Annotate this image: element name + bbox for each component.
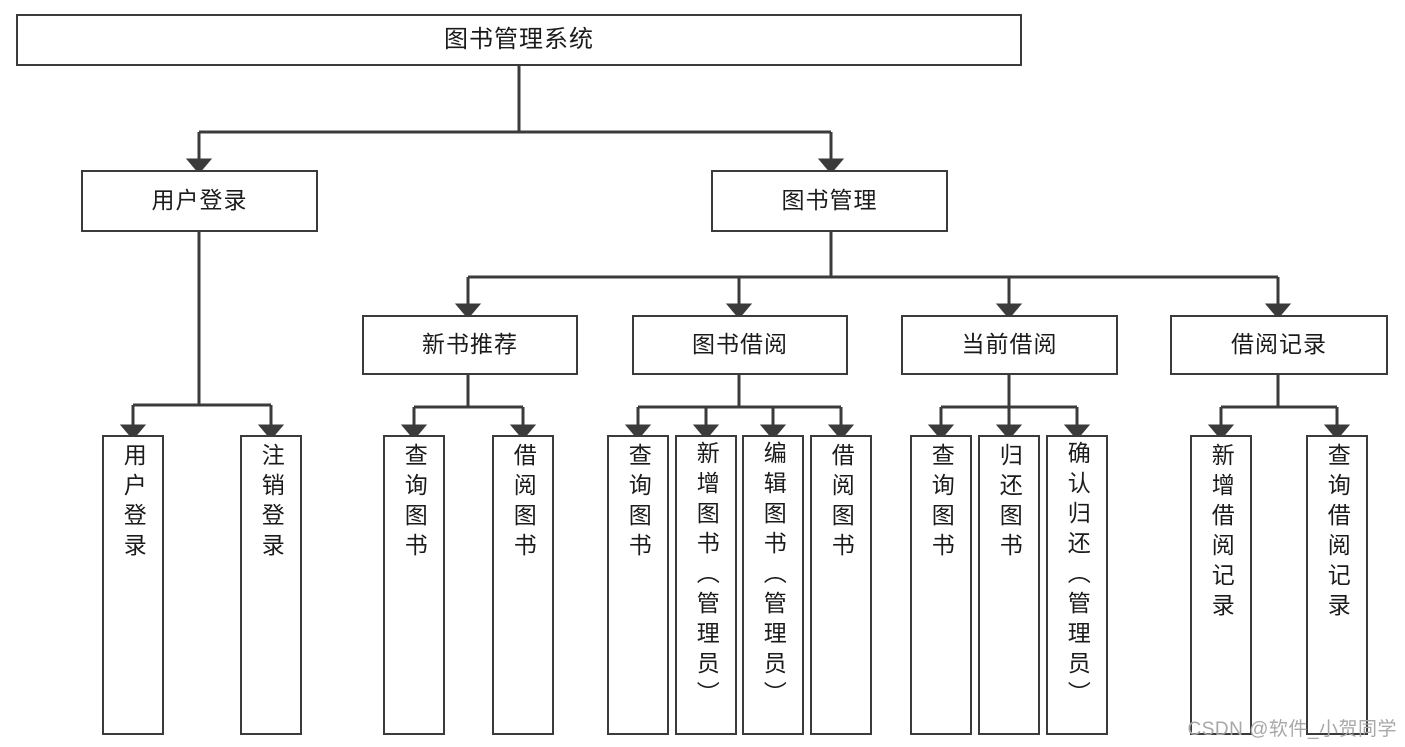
node-new-book-recommend[interactable]: 新书推荐 <box>362 315 578 375</box>
node-label: 图书管理系统 <box>444 25 594 53</box>
node-leaf-add-book[interactable]: 新增图书（管理员） <box>675 435 737 735</box>
node-root-book-management-system[interactable]: 图书管理系统 <box>16 14 1022 66</box>
node-label: 查询图书 <box>928 443 955 563</box>
node-label: 查询图书 <box>401 443 428 563</box>
node-book-borrow[interactable]: 图书借阅 <box>632 315 848 375</box>
node-label: 借阅图书 <box>510 443 537 563</box>
csdn-watermark: CSDN @软件_小贺同学 <box>1187 719 1397 740</box>
node-leaf-borrow-book-recommend[interactable]: 借阅图书 <box>492 435 554 735</box>
node-leaf-user-login[interactable]: 用户登录 <box>102 435 164 735</box>
node-leaf-query-book-borrow[interactable]: 查询图书 <box>607 435 669 735</box>
node-leaf-return-book[interactable]: 归还图书 <box>978 435 1040 735</box>
node-label: 查询图书 <box>625 443 652 563</box>
node-label: 确认归还（管理员） <box>1064 441 1091 711</box>
node-leaf-query-borrow-record[interactable]: 查询借阅记录 <box>1306 435 1368 735</box>
node-label: 新增图书（管理员） <box>693 441 720 711</box>
node-label: 归还图书 <box>996 443 1023 563</box>
node-leaf-borrow-book[interactable]: 借阅图书 <box>810 435 872 735</box>
node-label: 新增借阅记录 <box>1208 443 1235 623</box>
node-current-borrow[interactable]: 当前借阅 <box>901 315 1118 375</box>
node-label: 图书管理 <box>781 187 878 214</box>
node-leaf-query-book-recommend[interactable]: 查询图书 <box>383 435 445 735</box>
node-label: 新书推荐 <box>422 331 518 358</box>
node-label: 图书借阅 <box>692 331 788 358</box>
node-label: 借阅记录 <box>1231 331 1327 358</box>
node-label: 用户登录 <box>120 443 147 563</box>
node-borrow-record[interactable]: 借阅记录 <box>1170 315 1388 375</box>
node-label: 查询借阅记录 <box>1324 443 1351 623</box>
node-leaf-add-borrow-record[interactable]: 新增借阅记录 <box>1190 435 1252 735</box>
node-leaf-edit-book[interactable]: 编辑图书（管理员） <box>742 435 804 735</box>
node-label: 当前借阅 <box>961 331 1058 358</box>
node-label: 用户登录 <box>151 187 248 214</box>
node-user-login[interactable]: 用户登录 <box>81 170 318 232</box>
node-book-management[interactable]: 图书管理 <box>711 170 948 232</box>
node-label: 编辑图书（管理员） <box>760 441 787 711</box>
node-label: 注销登录 <box>258 443 285 563</box>
node-label: 借阅图书 <box>828 443 855 563</box>
node-leaf-logout[interactable]: 注销登录 <box>240 435 302 735</box>
node-leaf-query-book-current[interactable]: 查询图书 <box>910 435 972 735</box>
node-leaf-confirm-return[interactable]: 确认归还（管理员） <box>1046 435 1108 735</box>
